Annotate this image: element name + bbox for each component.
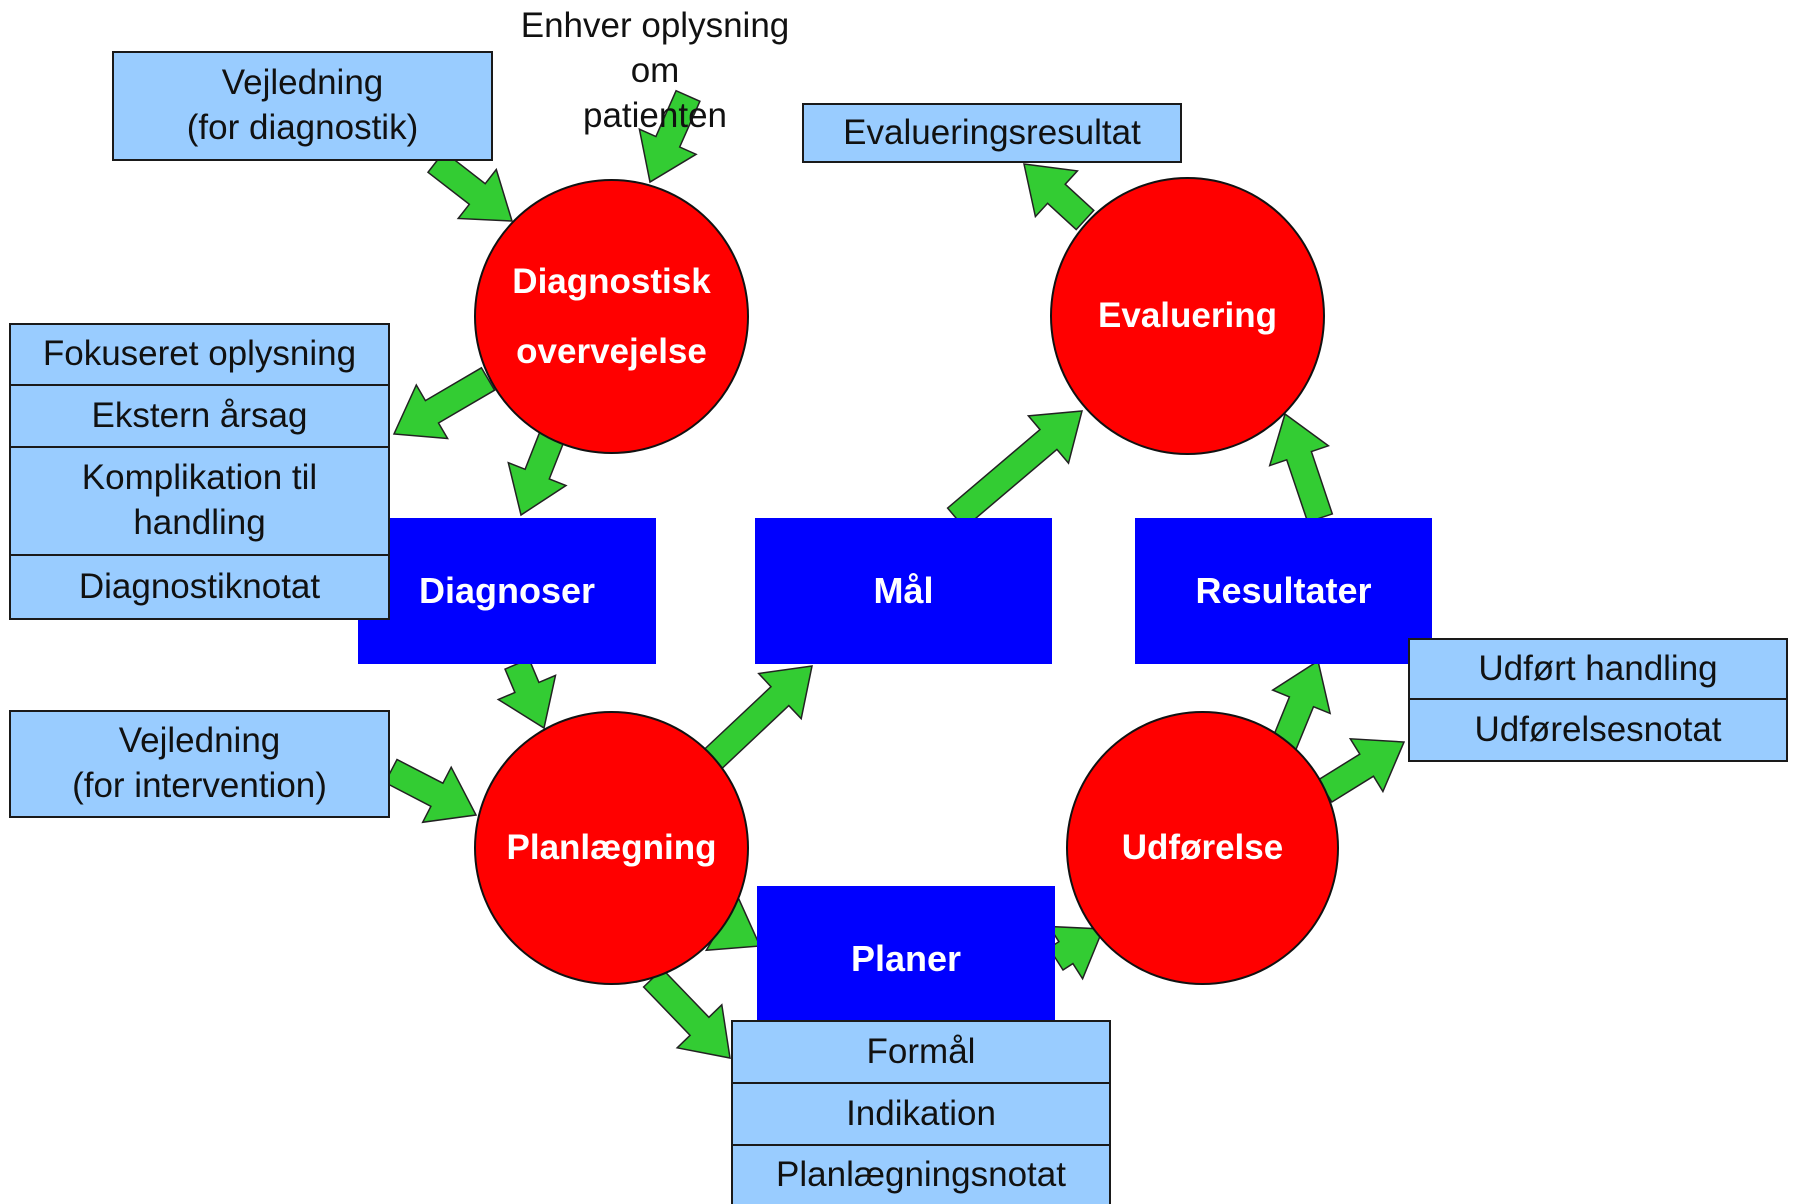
planning-process-label: Planlægning [506,828,717,867]
patient-info-line-2: patienten [582,95,728,135]
plan-details-stack: Formål Indikation Planlægningsnotat [731,1020,1111,1204]
arrow-planning-to-plan-details [642,967,731,1059]
execution-output-item: Udført handling [1410,640,1786,700]
results-box: Resultater [1135,518,1432,664]
arrow-plans-to-execution [1047,925,1105,981]
patient-info-line-1: Enhver oplysning om [520,6,790,90]
arrow-execution-to-execution-outputs [1317,737,1406,804]
diagnostic-output-item: Ekstern årsag [11,386,388,448]
execution-process-label: Udførelse [1121,828,1284,867]
plan-detail-item: Formål [733,1022,1109,1084]
diagnostic-output-label: Komplikation til handling [81,458,318,542]
plan-detail-item: Planlægningsnotat [733,1146,1109,1204]
arrow-results-to-evaluation [1268,412,1334,524]
evaluation-process-circle: Evaluering [1050,177,1325,455]
diagnostic-process-circle: Diagnostisk overvejelse [474,179,749,454]
diagnostic-guidance-line-1: Vejledning [221,63,384,103]
diagnostic-guidance-line-2: (for diagnostik) [186,108,419,147]
arrow-diagnoses-to-planning [496,657,557,730]
arrow-to-diagnostic-outputs [392,366,496,440]
plans-box: Planer [757,886,1055,1032]
diagnostic-output-item: Fokuseret oplysning [11,325,388,386]
execution-output-label: Udførelsesnotat [1474,709,1722,749]
goals-box: Mål [755,518,1052,664]
execution-outputs-stack: Udført handling Udførelsesnotat [1408,638,1788,762]
arrow-goals-to-evaluation [946,410,1083,529]
diagnostic-output-label: Fokuseret oplysning [42,334,357,374]
execution-process-circle: Udførelse [1066,711,1339,985]
execution-output-label: Udført handling [1478,648,1718,688]
plan-detail-item: Indikation [733,1084,1109,1146]
diagnoses-box: Diagnoser [358,518,656,664]
patient-info-label: Enhver oplysning om patienten [505,4,805,138]
goals-label: Mål [873,570,934,611]
diagnostic-process-line-2: overvejelse [516,331,707,371]
intervention-guidance-line-1: Vejledning [118,721,281,761]
intervention-guidance-box: Vejledning (for intervention) [9,710,390,818]
plan-detail-label: Planlægningsnotat [776,1154,1066,1194]
arrow-evaluation-to-result [1023,163,1095,231]
evaluation-result-label: Evalueringsresultat [843,112,1141,152]
diagnostic-output-label: Ekstern årsag [91,395,308,435]
plan-detail-label: Indikation [846,1093,996,1133]
diagnostic-process-line-1: Diagnostisk [512,261,711,301]
evaluation-process-label: Evaluering [1098,296,1277,335]
diagnostic-output-item: Diagnostiknotat [11,556,388,618]
plans-label: Planer [850,938,962,979]
diagnostic-output-label: Diagnostiknotat [78,566,321,606]
arrow-diagnostic-guidance [426,150,514,222]
planning-process-circle: Planlægning [474,711,749,985]
arrow-planning-to-goals [702,665,813,771]
plan-detail-label: Formål [866,1031,976,1071]
intervention-guidance-line-2: (for intervention) [72,766,327,805]
results-label: Resultater [1195,570,1372,611]
arrow-intervention-guidance [383,758,478,824]
diagnostic-outputs-stack: Fokuseret oplysning Ekstern årsag Kompli… [9,323,390,620]
diagnostic-output-item: Komplikation til handling [11,448,388,556]
arrow-diagnostic-to-diagnoses [507,428,568,517]
diagnoses-label: Diagnoser [418,570,596,611]
arrow-patient-info [638,89,701,184]
execution-output-item: Udførelsesnotat [1410,700,1786,760]
diagnostic-guidance-box: Vejledning (for diagnostik) [112,51,493,161]
evaluation-result-box: Evalueringsresultat [802,103,1182,163]
